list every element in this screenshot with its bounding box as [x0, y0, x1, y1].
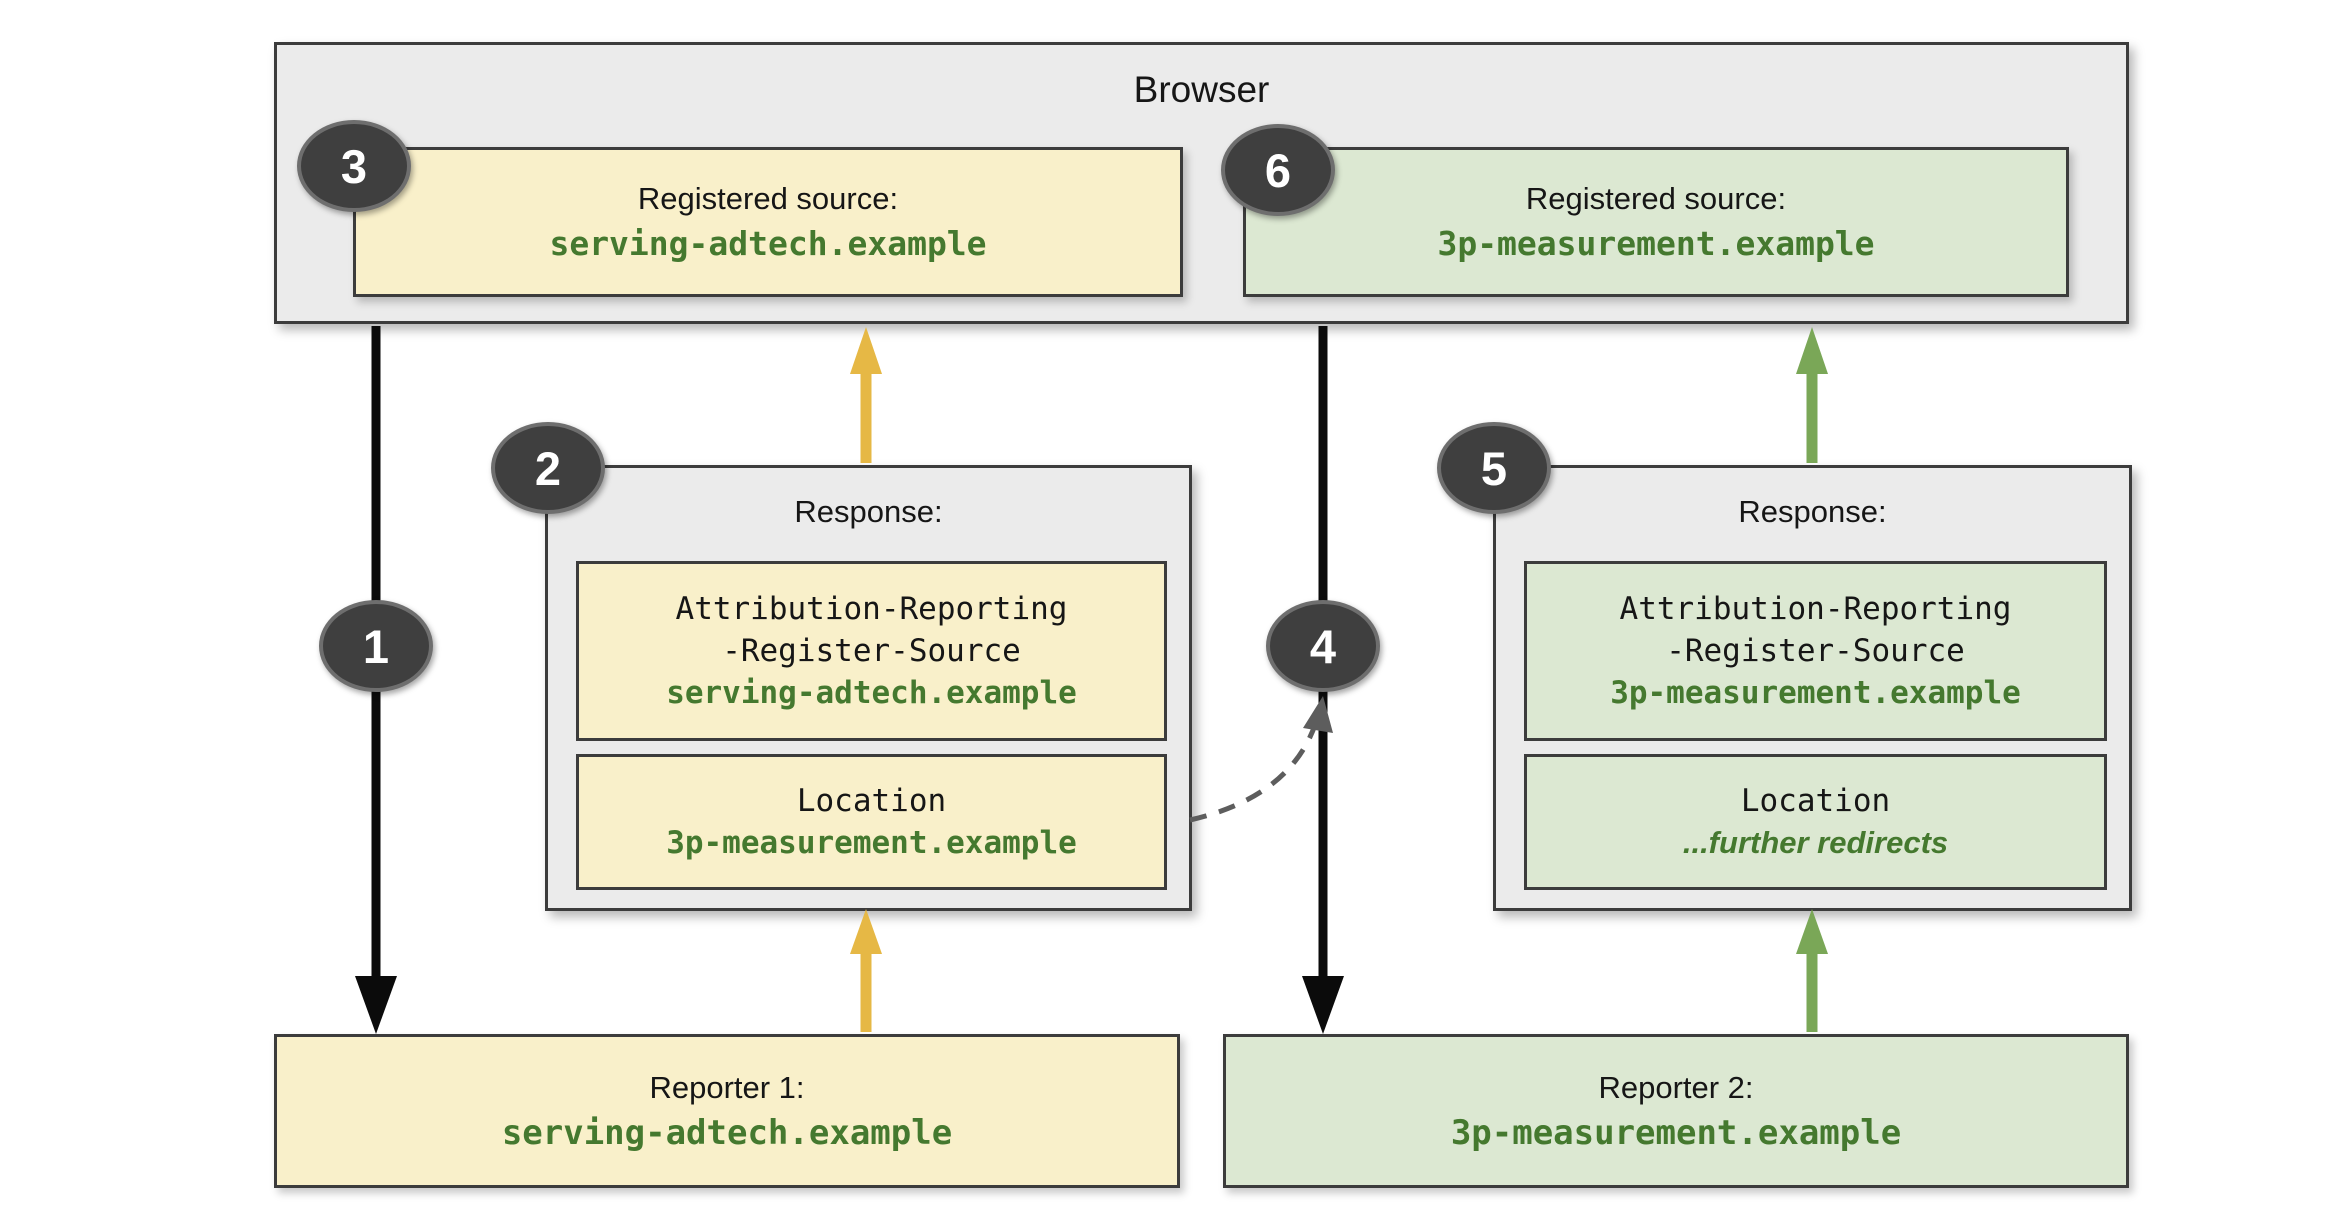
- header-location-left: Location 3p-measurement.example: [576, 754, 1167, 890]
- redirect-dashed-arrow: [1189, 696, 1333, 823]
- header-location-right: Location ...further redirects: [1524, 754, 2107, 890]
- response-arrow-reporter2-to-response: [1796, 909, 1828, 1032]
- response-box-right: Response: Attribution-Reporting -Registe…: [1493, 465, 2132, 911]
- response-title-right: Response:: [1738, 494, 1887, 529]
- step-badge-1: 1: [319, 600, 433, 692]
- header-name-line1: Attribution-Reporting: [1619, 591, 2012, 627]
- response-box-left: Response: Attribution-Reporting -Registe…: [545, 465, 1192, 911]
- step-badge-2: 2: [491, 422, 605, 514]
- browser-title: Browser: [1133, 69, 1270, 110]
- redirect-dashed-curve: [1189, 707, 1323, 823]
- step-badge-5: 5: [1437, 422, 1551, 514]
- reporter-domain-1: serving-adtech.example: [501, 1113, 953, 1153]
- registered-source-label-2: Registered source:: [1525, 181, 1787, 216]
- response-arrow-reporter1-head: [850, 909, 882, 954]
- header-name-line1: Location: [796, 783, 947, 819]
- registered-source-label-1: Registered source:: [637, 181, 899, 216]
- header-register-source-right: Attribution-Reporting -Register-Source 3…: [1524, 561, 2107, 741]
- header-value: serving-adtech.example: [666, 675, 1077, 711]
- reporter-box-2: Reporter 2: 3p-measurement.example: [1223, 1034, 2129, 1188]
- response-title-left: Response:: [794, 494, 943, 529]
- registered-source-domain-2: 3p-measurement.example: [1437, 224, 1875, 263]
- request-arrow-step1-head: [355, 976, 397, 1034]
- register-arrow-response-to-browser-right: [1796, 327, 1828, 463]
- register-arrow-right-head: [1796, 327, 1828, 374]
- reporter-domain-2: 3p-measurement.example: [1450, 1113, 1902, 1153]
- registered-source-domain-1: serving-adtech.example: [549, 224, 987, 263]
- reporter-label-2: Reporter 2:: [1598, 1070, 1754, 1105]
- step-badge-3: 3: [297, 120, 411, 212]
- step-badge-4: 4: [1266, 600, 1380, 692]
- header-register-source-left: Attribution-Reporting -Register-Source s…: [576, 561, 1167, 741]
- header-name-line1: Attribution-Reporting: [675, 591, 1068, 627]
- response-arrow-reporter1-to-response: [850, 909, 882, 1032]
- reporter-label-1: Reporter 1:: [649, 1070, 805, 1105]
- redirect-dashed-head: [1303, 696, 1333, 733]
- registered-source-box-1: Registered source: serving-adtech.exampl…: [353, 147, 1183, 297]
- header-value: 3p-measurement.example: [1610, 675, 2021, 711]
- header-value-further-redirects: ...further redirects: [1682, 825, 1949, 860]
- header-value: 3p-measurement.example: [666, 825, 1077, 861]
- response-arrow-reporter2-head: [1796, 909, 1828, 954]
- header-name-line1: Location: [1740, 783, 1891, 819]
- request-arrow-step4-head: [1302, 976, 1344, 1034]
- step-badge-6: 6: [1221, 124, 1335, 216]
- browser-box: Browser Registered source: serving-adtec…: [274, 42, 2129, 324]
- register-arrow-left-head: [850, 327, 882, 374]
- header-name-line2: -Register-Source: [1666, 633, 1965, 669]
- register-arrow-response-to-browser-left: [850, 327, 882, 463]
- reporter-box-1: Reporter 1: serving-adtech.example: [274, 1034, 1180, 1188]
- header-name-line2: -Register-Source: [722, 633, 1021, 669]
- registered-source-box-2: Registered source: 3p-measurement.exampl…: [1243, 147, 2069, 297]
